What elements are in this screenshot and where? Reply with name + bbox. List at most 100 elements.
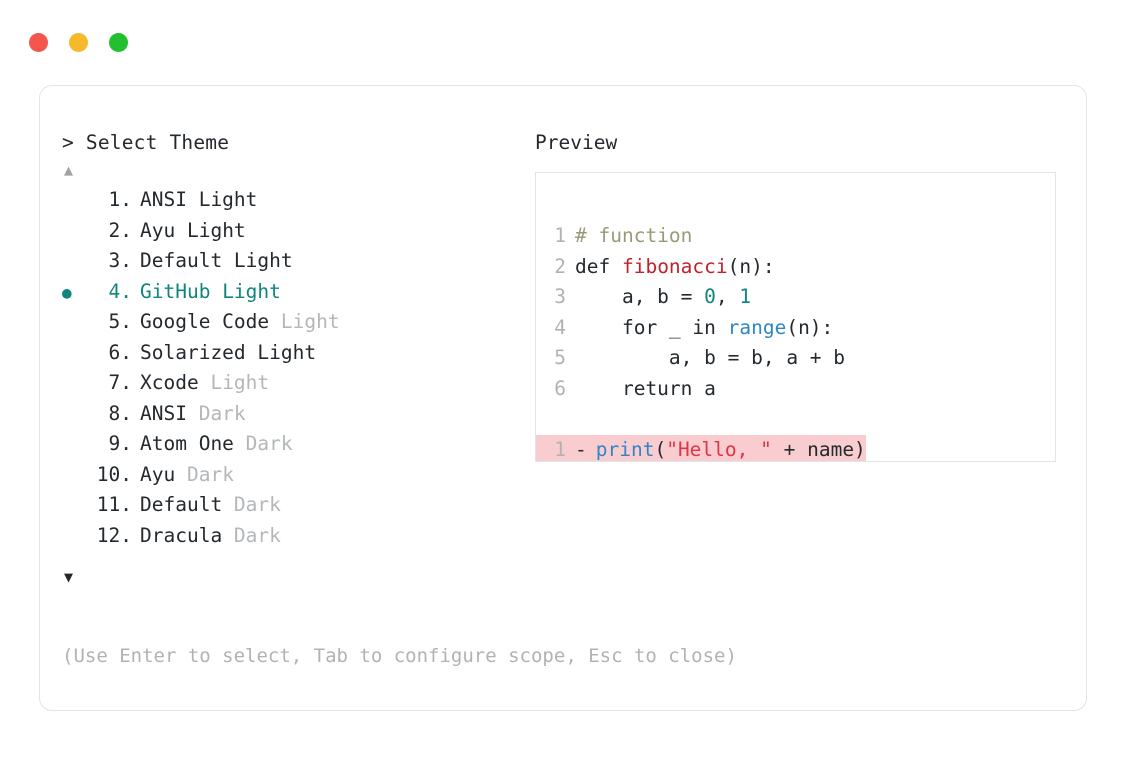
diff-line-text: print("Hello, " + name)	[595, 435, 866, 462]
code-line: 5 a, b = b, a + b	[536, 343, 1055, 374]
theme-list-item[interactable]: 5. Google Code Light	[62, 310, 532, 341]
code-line-text: def fibonacci(n):	[566, 252, 775, 283]
theme-list-item[interactable]: 11. Default Dark	[62, 493, 532, 524]
theme-item-name: Google Code	[140, 310, 281, 333]
code-blank-line	[536, 404, 1055, 435]
theme-list-item[interactable]: 1. ANSI Light	[62, 188, 532, 219]
theme-item-name: Xcode	[140, 371, 211, 394]
theme-item-variant: Dark	[198, 401, 246, 425]
code-line-number: 2	[554, 254, 566, 278]
code-token: def	[575, 254, 622, 278]
theme-list-item[interactable]: ●4.GitHub Light	[62, 280, 532, 311]
theme-item-variant: Dark	[245, 432, 293, 455]
theme-item-variant: Light	[186, 218, 246, 242]
theme-item-variant: Light	[198, 188, 258, 211]
code-line: 3 a, b = 0, 1	[536, 282, 1055, 313]
scroll-down-icon[interactable]: ▼	[64, 568, 74, 586]
theme-item-variant: Light	[280, 310, 340, 333]
code-line: 1 # function	[536, 221, 1055, 252]
prompt-caret-icon: >	[62, 131, 74, 154]
theme-list-item[interactable]: 10. Ayu Dark	[62, 463, 532, 494]
theme-item-index: 1.	[108, 188, 132, 211]
theme-item-name: Atom One	[140, 432, 246, 455]
code-token: (	[654, 437, 667, 461]
code-token: fibonacci	[621, 254, 728, 278]
code-token: (n):	[727, 254, 775, 278]
theme-item-index: 2.	[108, 218, 132, 242]
theme-item-variant: Light	[233, 249, 293, 272]
theme-item-variant: Light	[257, 340, 317, 364]
code-line-number: 1	[554, 224, 566, 247]
diff-marker: -	[575, 437, 587, 461]
code-token: a, b = b, a + b	[575, 346, 846, 369]
code-line: 4 for _ in range(n):	[536, 313, 1055, 344]
page-title: > Select Theme	[62, 131, 532, 154]
code-line-number: 4	[554, 315, 566, 339]
theme-item-name: ANSI	[140, 401, 199, 425]
minimize-window-button[interactable]	[69, 33, 88, 52]
theme-item-variant: Dark	[186, 462, 234, 486]
page-title-label: Select Theme	[85, 131, 230, 154]
theme-item-index: 4.	[108, 279, 132, 303]
theme-list-item[interactable]: 12. Dracula Dark	[62, 524, 532, 555]
preview-title: Preview	[535, 131, 618, 154]
theme-picker-card: > Select Theme ▲ 1. ANSI Light 2. Ayu Light…	[39, 85, 1087, 711]
scroll-up-icon[interactable]: ▲	[64, 161, 74, 179]
code-token: a, b =	[575, 285, 705, 308]
diff-line-number: 1	[554, 437, 566, 461]
window-controls	[29, 33, 128, 52]
code-line-number: 3	[554, 285, 566, 308]
code-line-text: return a	[566, 374, 716, 405]
theme-list-item[interactable]: 2. Ayu Light	[62, 219, 532, 250]
code-line: 6 return a	[536, 374, 1055, 405]
theme-item-name: Solarized	[140, 340, 258, 364]
code-token: 0	[704, 285, 716, 308]
theme-list-item[interactable]: 8. ANSI Dark	[62, 402, 532, 433]
code-token: print	[595, 437, 655, 461]
theme-item-variant: Light	[222, 279, 281, 303]
code-line-text: # function	[566, 221, 692, 252]
theme-item-variant: Dark	[233, 493, 281, 516]
code-token: "Hello, "	[666, 437, 772, 461]
theme-item-index: 6.	[108, 340, 132, 364]
theme-item-variant: Dark	[233, 523, 281, 547]
theme-list-item[interactable]: 6. Solarized Light	[62, 341, 532, 372]
diff-removed-line: 1-print("Hello, " + name)	[536, 434, 866, 462]
theme-item-name: ANSI	[140, 188, 199, 211]
code-token: ,	[715, 285, 740, 308]
code-line-number: 5	[554, 346, 566, 369]
theme-item-index: 5.	[108, 310, 132, 333]
code-token: 1	[739, 285, 752, 308]
keyboard-hint: (Use Enter to select, Tab to configure s…	[62, 645, 737, 667]
theme-item-index: 12.	[96, 523, 132, 547]
code-token: for _ in	[575, 315, 728, 339]
theme-item-index: 3.	[108, 249, 132, 272]
code-token: + name)	[771, 437, 866, 461]
code-token: # function	[575, 224, 693, 247]
close-window-button[interactable]	[29, 33, 48, 52]
theme-item-index: 10.	[96, 462, 132, 486]
theme-item-name: Dracula	[140, 523, 234, 547]
code-line-number: 6	[554, 376, 566, 400]
theme-item-name: Ayu	[140, 218, 187, 242]
theme-item-name: Ayu	[140, 462, 187, 486]
code-token: return a	[575, 376, 716, 400]
theme-item-name: Default	[140, 249, 234, 272]
theme-item-index: 8.	[108, 401, 132, 425]
theme-list-item[interactable]: 7.Xcode Light	[62, 371, 532, 402]
code-line-text: a, b = b, a + b	[566, 343, 845, 374]
theme-item-index: 9.	[108, 432, 132, 455]
theme-item-variant: Light	[210, 371, 270, 394]
theme-item-name: GitHub	[140, 279, 223, 303]
theme-item-index: 11.	[96, 493, 132, 516]
theme-item-name: Default	[140, 493, 234, 516]
maximize-window-button[interactable]	[109, 33, 128, 52]
theme-list-item[interactable]: 3. Default Light	[62, 249, 532, 280]
theme-list-item[interactable]: 9. Atom One Dark	[62, 432, 532, 463]
code-line-text: for _ in range(n):	[566, 313, 833, 344]
